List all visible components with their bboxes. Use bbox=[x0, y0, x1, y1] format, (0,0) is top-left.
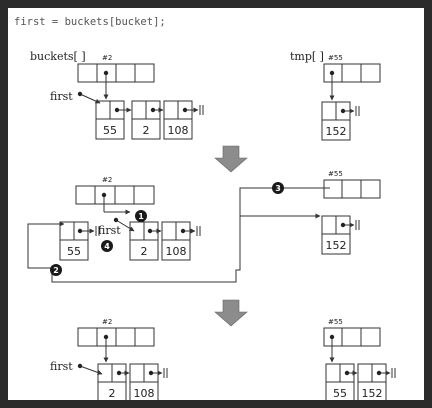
value-p2-0: 2 bbox=[141, 245, 148, 258]
svg-text:4: 4 bbox=[104, 242, 110, 251]
first-pointer-3 bbox=[79, 365, 103, 375]
addr-buckets-2: #2 bbox=[102, 176, 112, 184]
code-line: first = buckets[bucket]; bbox=[14, 16, 166, 28]
first-pointer-1 bbox=[79, 93, 101, 104]
figure-frame: first = buckets[bucket]; bbox=[8, 8, 424, 400]
linked-list-diagram: 1 2 3 4 buckets[ ] tmp[ ] first first fi… bbox=[27, 50, 396, 400]
addr-tmp-2: #55 bbox=[328, 170, 343, 178]
value-p3-tmp-1: 152 bbox=[362, 387, 383, 400]
step-badge-2: 2 bbox=[50, 264, 62, 276]
tmp-array-3 bbox=[323, 327, 381, 347]
value-p3-0: 2 bbox=[109, 387, 116, 400]
addr-tmp-3: #55 bbox=[328, 318, 343, 326]
loop-pointer bbox=[27, 221, 65, 269]
value-p3-tmp-0: 55 bbox=[333, 387, 347, 400]
svg-text:2: 2 bbox=[53, 266, 59, 275]
value-p1-tmp: 152 bbox=[326, 125, 347, 138]
step-badge-1: 1 bbox=[135, 210, 147, 222]
first-label-3: first bbox=[50, 360, 73, 373]
value-p2-tmp: 152 bbox=[326, 239, 347, 252]
tmp-array-1 bbox=[323, 63, 381, 83]
value-p1-1: 2 bbox=[143, 124, 150, 137]
first-pointer-2 bbox=[115, 219, 135, 232]
value-p1-2: 108 bbox=[168, 124, 189, 137]
tmp-path bbox=[239, 187, 330, 216]
tmp-array-2 bbox=[323, 179, 381, 199]
buckets-label: buckets[ ] bbox=[30, 50, 86, 63]
first-label-2: first bbox=[98, 224, 121, 237]
addr-tmp-1: #55 bbox=[328, 54, 343, 62]
value-p1-0: 55 bbox=[103, 124, 117, 137]
svg-text:3: 3 bbox=[275, 184, 281, 193]
value-p2-1: 108 bbox=[166, 245, 187, 258]
down-arrow-2 bbox=[214, 299, 248, 327]
down-arrow-1 bbox=[214, 145, 248, 173]
svg-text:1: 1 bbox=[138, 212, 144, 221]
step-badge-3: 3 bbox=[272, 182, 284, 194]
addr-buckets-3: #2 bbox=[102, 318, 112, 326]
addr-buckets-1: #2 bbox=[102, 54, 112, 62]
relink-path bbox=[51, 213, 321, 283]
value-p3-1: 108 bbox=[134, 387, 155, 400]
step-badge-4: 4 bbox=[101, 240, 113, 252]
first-label-1: first bbox=[50, 90, 73, 103]
value-p2-55: 55 bbox=[67, 245, 81, 258]
tmp-label: tmp[ ] bbox=[290, 50, 324, 63]
